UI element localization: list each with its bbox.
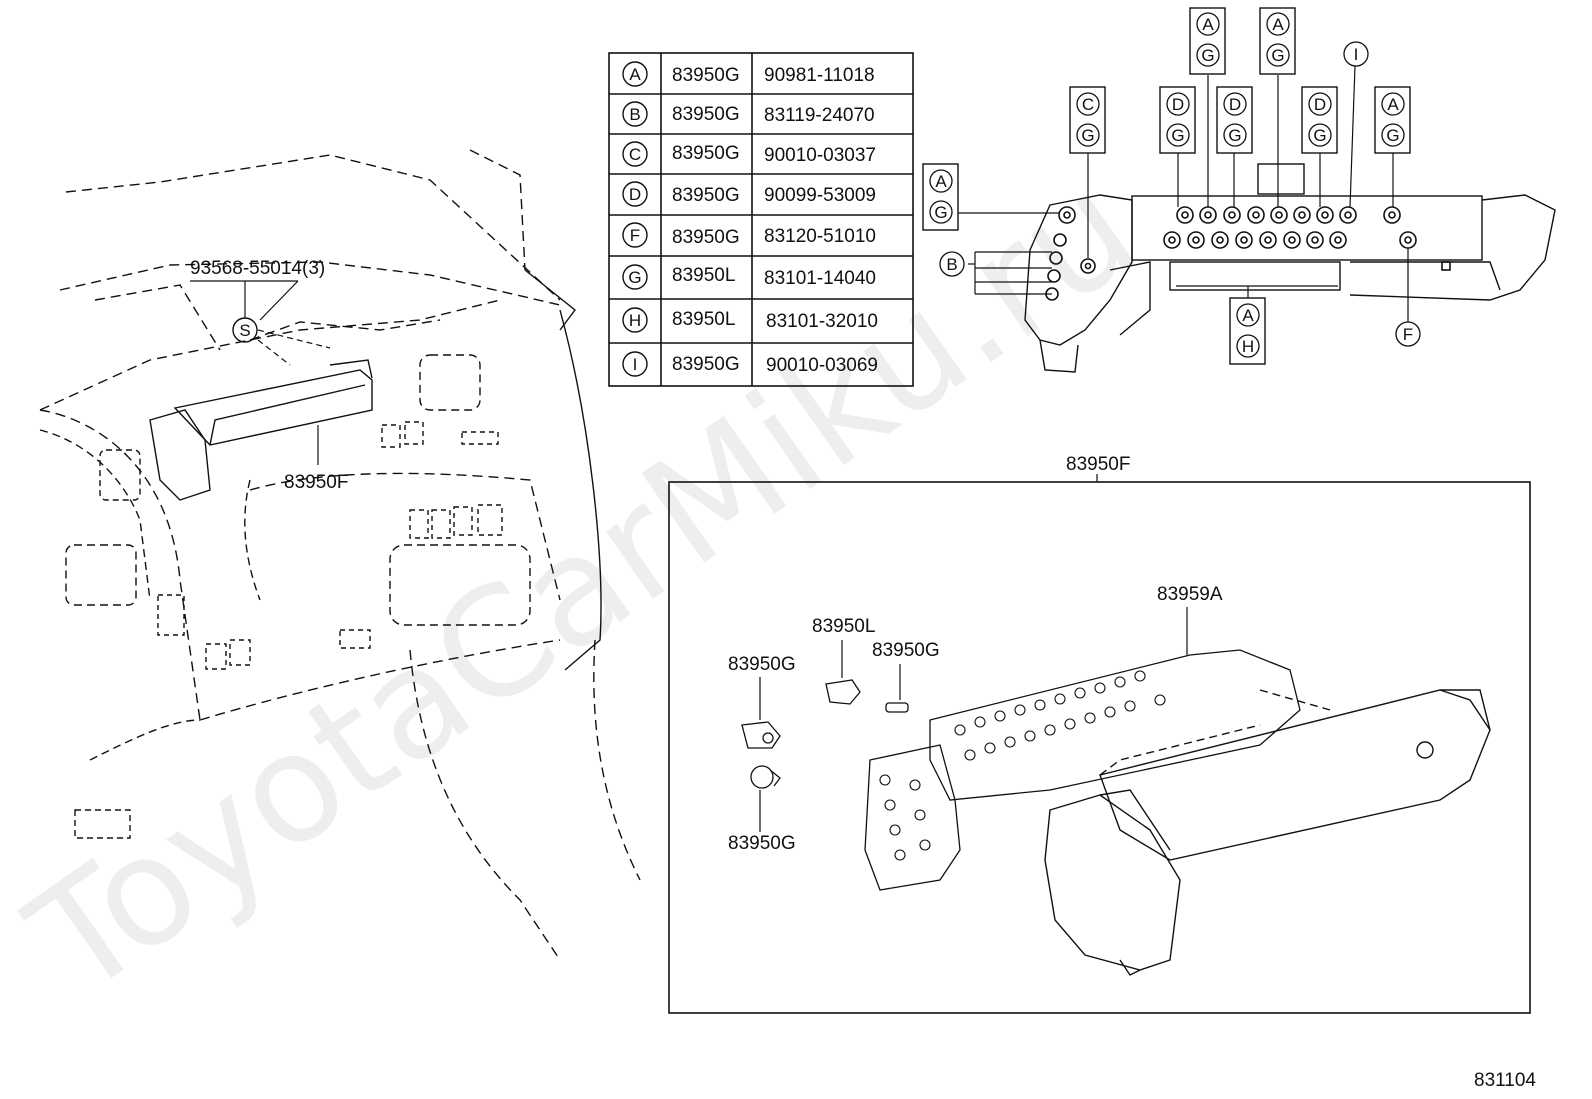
legend-number: 83119-24070 bbox=[764, 105, 875, 126]
socket-dots bbox=[1045, 206, 1451, 301]
legend-table bbox=[608, 52, 914, 387]
circuit-board bbox=[864, 649, 1301, 891]
cluster-label: 83950F bbox=[284, 472, 348, 493]
cluster-top-view bbox=[1024, 163, 1556, 373]
callout-letter: B bbox=[946, 255, 957, 274]
callout-i: I bbox=[1343, 41, 1369, 67]
callout-box-dg: D G bbox=[1301, 86, 1338, 154]
callout-bottom: G bbox=[1201, 46, 1214, 65]
callout-top: A bbox=[935, 172, 947, 191]
callout-bottom: G bbox=[934, 203, 947, 222]
callout-bottom: H bbox=[1242, 337, 1254, 356]
callout-box-dg: D G bbox=[1159, 86, 1196, 154]
legend-code: C bbox=[629, 145, 641, 164]
legend-number: 83101-14040 bbox=[764, 268, 876, 289]
legend-part: 83950G bbox=[672, 227, 740, 248]
legend-part: 83950L bbox=[672, 309, 735, 330]
callout-f: F bbox=[1395, 321, 1421, 347]
callout-letter: F bbox=[1403, 325, 1413, 344]
callout-box-ag: A G bbox=[1189, 7, 1226, 75]
legend-code: B bbox=[629, 105, 640, 124]
legend-part: 83950L bbox=[672, 265, 735, 286]
callout-top: A bbox=[1202, 15, 1214, 34]
legend-number: 90981-11018 bbox=[764, 65, 875, 86]
bulb-label-83950g-bottom: 83950G bbox=[728, 833, 796, 854]
legend-row: B 83950G 83119-24070 bbox=[622, 101, 875, 127]
callout-top: D bbox=[1314, 95, 1326, 114]
legend-row: H 83950L 83101-32010 bbox=[622, 307, 878, 333]
legend-code: A bbox=[629, 65, 641, 84]
legend-part: 83950G bbox=[672, 143, 740, 164]
legend-number: 90099-53009 bbox=[764, 185, 876, 206]
callout-letter: I bbox=[1354, 45, 1359, 64]
callout-bottom: G bbox=[1313, 126, 1326, 145]
legend-part: 83950G bbox=[672, 104, 740, 125]
screw-part-label: 93568-55014(3) bbox=[190, 258, 325, 279]
callout-top: C bbox=[1082, 95, 1094, 114]
bulb-label-83950l: 83950L bbox=[812, 616, 875, 637]
legend-row: G 83950L 83101-14040 bbox=[622, 264, 876, 290]
legend-part: 83950G bbox=[672, 185, 740, 206]
callout-top: D bbox=[1229, 95, 1241, 114]
legend-number: 90010-03037 bbox=[764, 145, 876, 166]
bulb-socket-icons bbox=[741, 679, 909, 789]
cluster-body bbox=[1044, 689, 1491, 976]
callout-b: B bbox=[939, 251, 965, 277]
callout-top: A bbox=[1387, 95, 1399, 114]
diagram-number: 831104 bbox=[1474, 1070, 1536, 1091]
legend-row: A 83950G 90981-11018 bbox=[622, 61, 875, 87]
circuit-board-label: 83959A bbox=[1157, 584, 1223, 605]
legend-row: F 83950G 83120-51010 bbox=[622, 222, 876, 248]
callout-top: A bbox=[1242, 306, 1254, 325]
callout-bottom: G bbox=[1228, 126, 1241, 145]
dashboard-drawing bbox=[39, 149, 641, 961]
legend-row: C 83950G 90010-03037 bbox=[622, 141, 876, 167]
legend-part: 83950G bbox=[672, 354, 740, 375]
screw-symbol-circle bbox=[232, 317, 258, 343]
bulb-label-83950g-small: 83950G bbox=[872, 640, 940, 661]
legend-part: 83950G bbox=[672, 65, 740, 86]
bulb-label-83950g-top: 83950G bbox=[728, 654, 796, 675]
callout-box-ag: A G bbox=[1374, 86, 1411, 154]
exploded-box-label: 83950F bbox=[1066, 454, 1130, 475]
callout-box-ag: A G bbox=[1259, 7, 1296, 75]
legend-row: I 83950G 90010-03069 bbox=[622, 351, 878, 377]
legend-code: H bbox=[629, 311, 641, 330]
top-view-leaders bbox=[958, 65, 1409, 322]
legend-number: 83120-51010 bbox=[764, 226, 876, 247]
legend-number: 83101-32010 bbox=[766, 311, 878, 332]
callout-box-cg: C G bbox=[1069, 86, 1106, 154]
callout-box-dg: D G bbox=[1216, 86, 1253, 154]
callout-bottom: G bbox=[1081, 126, 1094, 145]
callout-top: A bbox=[1272, 15, 1284, 34]
legend-number: 90010-03069 bbox=[766, 355, 878, 376]
screw-leader-lines bbox=[190, 280, 331, 366]
callout-bottom: G bbox=[1386, 126, 1399, 145]
screw-symbol: S bbox=[239, 321, 250, 340]
legend-code: I bbox=[633, 355, 638, 374]
callout-box-ag-left: A G bbox=[922, 163, 959, 231]
callout-bottom: G bbox=[1171, 126, 1184, 145]
legend-row: D 83950G 90099-53009 bbox=[622, 181, 876, 207]
watermark: ToyotaCarMiku.ru bbox=[0, 141, 1166, 1030]
callout-box-ah: A H bbox=[1229, 297, 1266, 365]
legend-code: F bbox=[630, 226, 640, 245]
legend-code: D bbox=[629, 185, 641, 204]
callout-bottom: G bbox=[1271, 46, 1284, 65]
callout-top: D bbox=[1172, 95, 1184, 114]
exploded-view-frame bbox=[668, 481, 1531, 1014]
legend-code: G bbox=[628, 268, 641, 287]
